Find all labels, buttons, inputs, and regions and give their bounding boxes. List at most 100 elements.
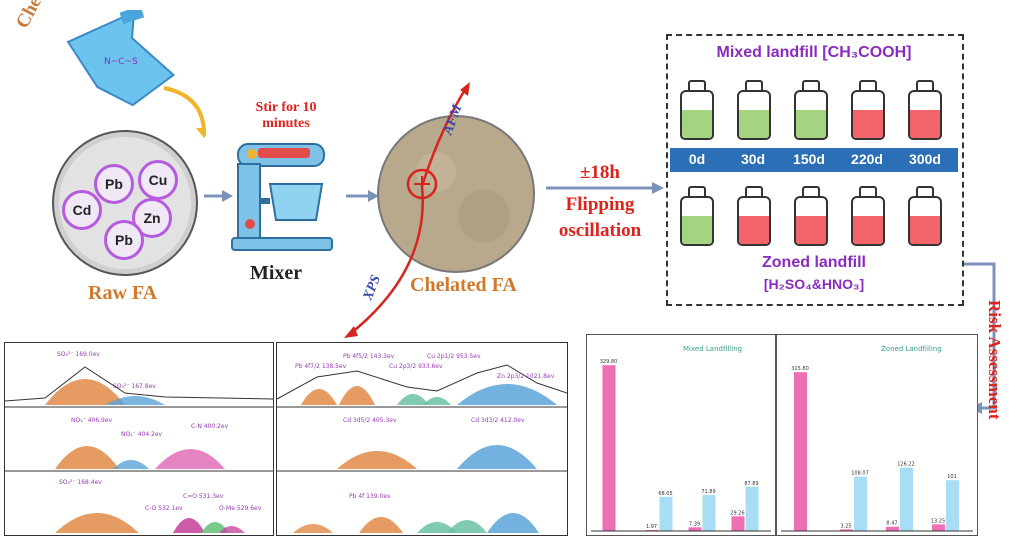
bar [702,494,716,531]
data-label: 7.39 [689,521,700,527]
mixer-icon [231,143,333,251]
chart-title: Zoned Landfilling [881,345,942,353]
chelated-fa-sample-icon [377,115,535,273]
bottle-cap-icon [802,186,820,198]
bar [854,476,867,531]
sample-bottle-icon [737,196,771,246]
xps-peak-label: C-O 532.1ev [145,505,183,512]
flipping-label: Flipping [565,194,635,215]
stir-label: Stir for 10 minutes [255,100,317,131]
data-label: 108.07 [851,471,869,477]
sample-bottle-icon [794,196,828,246]
xps-peak-label: C=O 531.3ev [183,493,224,500]
bar [886,526,899,531]
metal-pb-2: Pb [104,220,144,260]
xps-peak-label: Pb 4f7/2 138.5ev [295,363,347,370]
day-label: 300d [909,151,941,167]
metal-pb-1: Pb [94,164,134,204]
zoned-acids-label: [H₂SO₄&HNO₃] [763,276,865,292]
sample-bottle-icon [851,196,885,246]
data-label: 8.47 [886,521,897,527]
xps-peak-label: NO₂⁻ 404.2ev [121,431,163,438]
sample-bottle-icon [908,196,942,246]
sample-bottle-icon [908,90,942,140]
bottle-cap-icon [916,80,934,92]
bottle-cap-icon [859,186,877,198]
data-label: 13.25 [931,518,945,524]
data-label: 126.22 [897,462,915,468]
xps-peak-label: C-N 400.2ev [191,423,229,430]
bar [946,480,959,531]
data-label: 3.25 [840,523,851,529]
data-label: 1.97 [646,524,657,530]
data-label: 68.05 [658,491,672,497]
landfill-experiment-box [666,34,964,306]
xps-peak-label: Pb 4f 139.0ev [349,493,391,500]
xps-right-spectra [276,364,568,533]
day-label: 30d [740,151,766,167]
chart-title: Mixed Landfilling [683,345,743,353]
sample-bottle-icon [680,196,714,246]
metal-cd: Cd [62,190,102,230]
risk-assessment-label: Risk Assessment [985,300,1004,420]
xps-peak-label: Cu 2p1/2 953.5ev [427,353,481,360]
xps-peak-label: SO₄²⁻ 169.0ev [57,351,100,358]
data-label: 315.80 [791,366,809,372]
day-label: 220d [851,151,883,167]
arrow-icon [346,190,379,202]
xps-peak-label: O-Me 529.6ev [219,505,262,512]
sample-bottle-icon [737,90,771,140]
xps-right-panel: Pb 4f7/2 138.5ev Pb 4f5/2 143.3ev Cu 2p3… [276,342,568,536]
time-axis-bar: 0d 30d 150d 220d 300d [670,148,958,172]
sample-bottle-icon [794,90,828,140]
zoned-landfill-label: Zoned landfill [762,254,866,271]
mixed-landfilling-chart: Mixed Landfilling 329.80 1.97 7.39 29.26 68.… [586,334,776,536]
arrow-icon [204,190,233,202]
raw-fa-label: Raw FA [88,282,158,304]
data-label: 101 [947,474,957,480]
bar [659,496,673,531]
bottle-cap-icon [745,80,763,92]
xps-peak-label: SO₃²⁻ 167.8ev [113,383,156,390]
xps-peak-label: NO₃⁻ 406.9ev [71,417,113,424]
xps-peak-label: Cu 2p3/2 933.6ev [389,363,443,370]
sample-bottle-icon [851,90,885,140]
duration-label: ±18h [580,162,620,183]
zoned-landfilling-chart: Zoned Landfilling 315.80 3.25 8.47 13.25 108… [776,334,978,536]
bar [688,527,702,531]
arrow-icon [546,182,664,194]
svg-text:N~C~S: N~C~S [104,57,138,67]
xps-peak-label: Cd 3d3/2 412.0ev [471,417,525,424]
chelator-flask-icon: N~C~S [66,10,206,138]
mixed-landfill-label: Mixed landfill [CH₃COOH] [716,44,912,61]
analysis-arrows-icon [344,82,470,338]
bar [900,467,913,531]
data-label: 71.89 [701,489,715,495]
xps-peak-label: Cd 3d5/2 405.3ev [343,417,397,424]
bottle-cap-icon [859,80,877,92]
xps-peak-label: Pb 4f5/2 143.3ev [343,353,395,360]
chelated-fa-label: Chelated FA [410,274,517,296]
xps-peak-label: Zn 2p3/2 1021.8ev [497,373,555,380]
bottle-cap-icon [745,186,763,198]
bottle-cap-icon [916,186,934,198]
bar [745,486,759,531]
xps-left-panel: SO₄²⁻ 169.0ev SO₃²⁻ 167.8ev NO₃⁻ 406.9ev… [4,342,274,536]
day-label: 150d [793,151,825,167]
bar [731,516,745,531]
bottle-cap-icon [688,186,706,198]
xps-left-spectra [4,366,274,533]
bar [840,529,853,531]
data-label: 329.80 [600,359,618,365]
bar [794,372,807,531]
xps-peak-label: SO₄²⁻ 168.4ev [59,479,102,486]
bottle-cap-icon [802,80,820,92]
metal-cu: Cu [138,160,178,200]
mixer-label: Mixer [250,262,303,284]
sample-bottle-icon [680,90,714,140]
bar [932,524,945,531]
day-label: 0d [688,151,706,167]
bottle-cap-icon [688,80,706,92]
data-label: 29.26 [730,510,744,516]
